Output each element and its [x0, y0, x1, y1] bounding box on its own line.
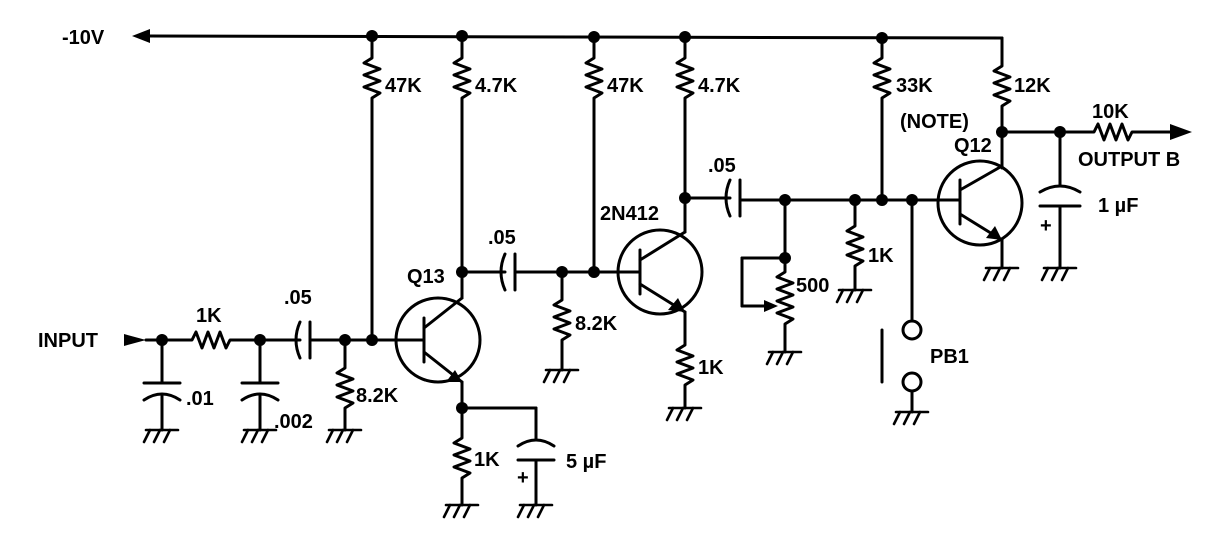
resistor-em2-1k: [675, 310, 695, 410]
output-section: [1000, 122, 1192, 270]
ground-symbols: [142, 266, 1078, 519]
r-in-label: 1K: [196, 305, 222, 327]
resistor-col3-12k: [992, 58, 1012, 170]
supply-arrow-icon: [132, 29, 150, 43]
supply-rail: [132, 29, 1004, 62]
input-terminal: [124, 334, 188, 346]
r-shunt-label: 1K: [868, 245, 894, 267]
capacitor-couple1: [258, 320, 374, 360]
c-out-label: 1 µF: [1098, 195, 1138, 217]
output-arrow-icon: [1170, 124, 1192, 140]
resistor-col2-4-7k: [675, 34, 695, 200]
capacitor-c-in2: [240, 338, 280, 432]
capacitor-c-in1: [142, 338, 182, 432]
plus1-label: +: [517, 467, 529, 489]
note-label: (NOTE): [900, 111, 969, 133]
transistor-q12: [910, 159, 1024, 270]
r-bias2-label: 8.2K: [575, 313, 618, 335]
r-bias1-label: 8.2K: [356, 385, 399, 407]
plus2-label: +: [1040, 215, 1052, 237]
pb-label: PB1: [930, 346, 969, 368]
transistor-2n412: [616, 196, 704, 316]
junction-dots: [156, 30, 1066, 414]
input-label: INPUT: [38, 330, 98, 352]
r-out-label: 10K: [1092, 101, 1129, 123]
resistor-bias1-8-2k: [335, 338, 355, 432]
capacitor-couple2: [460, 252, 642, 292]
capacitor-couple3: [683, 178, 947, 218]
q2n412-label: 2N412: [600, 203, 659, 225]
supply-label: -10V: [62, 27, 105, 49]
resistor-top1-47k: [362, 34, 382, 342]
c-in2-label: .002: [274, 411, 313, 433]
output-label: OUTPUT B: [1078, 149, 1180, 171]
pot-label: 500: [796, 275, 829, 297]
input-arrow-icon: [124, 334, 146, 346]
resistor-top2-47k: [584, 34, 604, 274]
c-em1-label: 5 µF: [566, 451, 606, 473]
r-top3-label: 33K: [896, 75, 933, 97]
capacitor-em1: [460, 406, 556, 507]
r-top2-label: 47K: [607, 75, 644, 97]
r-col2-label: 4.7K: [698, 75, 741, 97]
resistor-col1-4-7k: [452, 34, 472, 274]
r-col1-label: 4.7K: [475, 75, 518, 97]
c-couple3-label: .05: [708, 155, 736, 177]
resistor-bias2-8-2k: [552, 270, 572, 372]
r-em2-label: 1K: [698, 357, 724, 379]
potentiometer-500: [740, 198, 795, 354]
r-em1-label: 1K: [474, 449, 500, 471]
resistor-input-1k: [184, 330, 262, 350]
resistor-top3-33k: [872, 34, 892, 202]
c-couple1-label: .05: [284, 287, 312, 309]
r-col3-label: 12K: [1014, 75, 1051, 97]
transistor-q13: [370, 270, 482, 410]
c-couple2-label: .05: [488, 227, 516, 249]
q13-label: Q13: [407, 266, 445, 288]
resistor-em1-1k: [452, 406, 472, 507]
c-in1-label: .01: [186, 388, 214, 410]
resistor-shunt-1k: [845, 198, 865, 292]
pushbutton-pb1: [880, 198, 923, 414]
q12-label: Q12: [954, 135, 992, 157]
r-top1-label: 47K: [385, 75, 422, 97]
